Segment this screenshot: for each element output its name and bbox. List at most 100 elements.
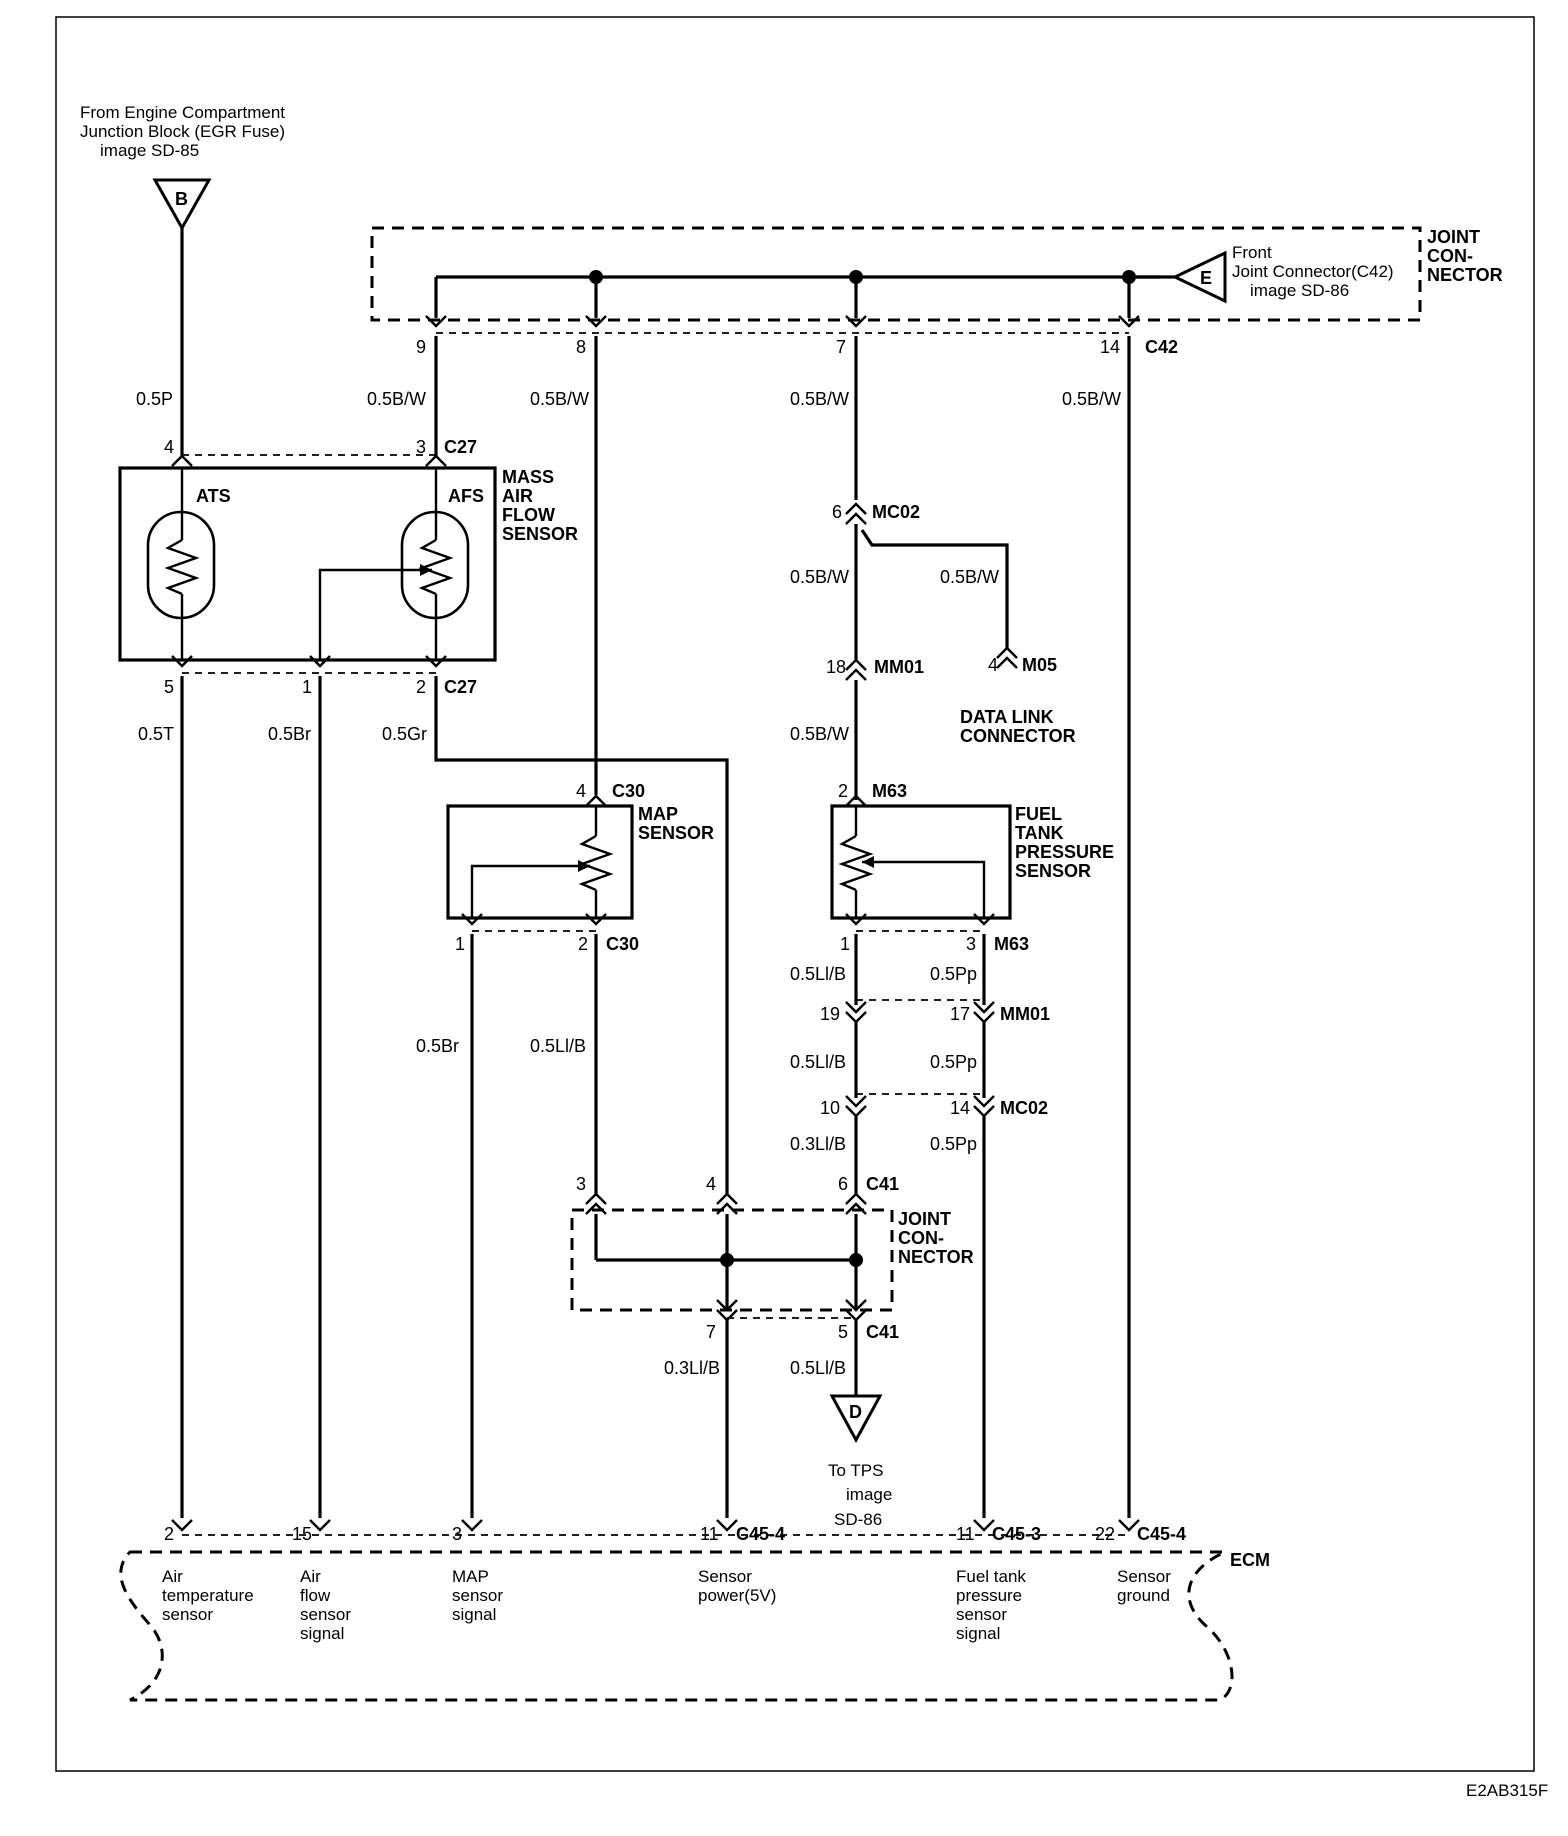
maf-label-4: SENSOR	[502, 524, 578, 544]
ftps-pin-3: 3	[966, 934, 976, 954]
ftps-connector-id-top: M63	[872, 781, 907, 801]
ecm-desc-line: signal	[956, 1624, 1000, 1643]
ftps-label-3: PRESSURE	[1015, 842, 1114, 862]
tps-triangle	[829, 1394, 883, 1444]
c41-label-2: CON-	[898, 1228, 944, 1248]
joint-connector-top-label-1: JOINT	[1427, 227, 1480, 247]
ecm-pin-sensor-ground: 22	[1095, 1524, 1115, 1544]
ftps-connector-id-bottom: M63	[994, 934, 1029, 954]
c41-pin-3: 3	[576, 1174, 586, 1194]
wire-label-05br-maf: 0.5Br	[268, 724, 311, 744]
ftps-pin-1: 1	[840, 934, 850, 954]
ftps-label-2: TANK	[1015, 823, 1064, 843]
ecm-pin-map: 3	[452, 1524, 462, 1544]
ecm-desc-line: sensor	[452, 1586, 503, 1605]
ecm-desc-line: signal	[452, 1605, 496, 1624]
c42-pin-9: 9	[416, 337, 426, 357]
ecm-input-air-flow: Air flow sensor signal	[300, 1567, 351, 1643]
pin-chevron	[1118, 1519, 1140, 1532]
ecm-desc-line: pressure	[956, 1586, 1022, 1605]
afs-label: AFS	[448, 486, 484, 506]
source-e-letter: E	[1200, 268, 1212, 288]
ecm-sensor-ground: Sensor ground	[1117, 1567, 1171, 1605]
mm01-connector-top: 18 MM01	[826, 657, 924, 681]
wire-label-03lib-a: 0.3Ll/B	[790, 1134, 846, 1154]
ecm-input-map: MAP sensor signal	[452, 1567, 503, 1624]
mm01-id-top: MM01	[874, 657, 924, 677]
source-b-letter: B	[175, 189, 188, 209]
dlc-label-2: CONNECTOR	[960, 726, 1076, 746]
map-resistor	[578, 834, 614, 892]
ecm-pin-sensor-power: 11	[700, 1524, 719, 1544]
ftps-pin-2: 2	[838, 781, 848, 801]
pin-chevron	[1118, 315, 1140, 328]
pin-chevron	[171, 1519, 193, 1532]
ecm-desc-line: Sensor	[1117, 1567, 1171, 1586]
pin-chevron	[973, 1001, 995, 1014]
dlc-pin: 4	[988, 655, 998, 675]
joint-connector-c41: 3 4 6 C41 JOINT CON- NECTOR 7 5 C41	[570, 1174, 974, 1342]
ecm-desc-line: MAP	[452, 1567, 489, 1586]
mc02-id-top: MC02	[872, 502, 920, 522]
fuel-tank-pressure-sensor: 2 M63 FUEL TANK PRESSURE SENSOR 1 3 M63	[830, 781, 1114, 954]
data-link-connector: 4 M05 DATA LINK CONNECTOR	[960, 646, 1076, 746]
c41-pin-7: 7	[706, 1322, 716, 1342]
map-label-1: MAP	[638, 804, 678, 824]
map-pin-4: 4	[576, 781, 586, 801]
source-e-label-2: Joint Connector(C42)	[1232, 262, 1394, 281]
splice-dot	[849, 1253, 863, 1267]
ecm-desc-line: signal	[300, 1624, 344, 1643]
wire-sensor-power-afs	[434, 676, 729, 1195]
c42-pin-8: 8	[576, 337, 586, 357]
ecm-label: ECM	[1230, 1550, 1270, 1570]
wire-label-05pp-c: 0.5Pp	[930, 1134, 977, 1154]
wire-label-05pp-b: 0.5Pp	[930, 1052, 977, 1072]
maf-sensor-box	[118, 466, 497, 662]
ecm-desc-line: Fuel tank	[956, 1567, 1026, 1586]
ecm-output-sensor-power: Sensor power(5V)	[698, 1567, 776, 1605]
ats-resistor	[164, 538, 200, 596]
pin-chevron	[845, 1299, 867, 1312]
pin-chevron	[309, 655, 331, 668]
maf-pin-4: 4	[164, 437, 174, 457]
pin-chevron	[716, 1192, 738, 1205]
ftps-sensor-box	[830, 804, 1012, 920]
source-e-label-3: image SD-86	[1250, 281, 1349, 300]
splice-dot	[589, 270, 603, 284]
tps-label-1: To TPS	[828, 1461, 883, 1480]
pin-chevron	[845, 668, 867, 681]
mm01-pin-19: 19	[820, 1004, 840, 1024]
c41-pin-4: 4	[706, 1174, 716, 1194]
dlc-label-1: DATA LINK	[960, 707, 1054, 727]
pin-chevron	[973, 1095, 995, 1108]
source-e-label-1: Front	[1232, 243, 1272, 262]
tps-label-3: SD-86	[834, 1510, 882, 1529]
splice-dot	[849, 270, 863, 284]
pin-chevron	[171, 454, 193, 467]
ecm-desc-line: Sensor	[698, 1567, 752, 1586]
mm01-pin-17: 17	[950, 1004, 970, 1024]
afs-resistor	[418, 538, 454, 596]
ecm-desc-line: sensor	[162, 1605, 213, 1624]
ecm-boundary	[119, 1550, 1234, 1702]
tps-label-2: image	[846, 1485, 892, 1504]
ecm-desc-line: ground	[1117, 1586, 1170, 1605]
map-pin-2: 2	[578, 934, 588, 954]
ftps-wiper	[862, 860, 986, 918]
maf-label-1: MASS	[502, 467, 554, 487]
c42-pin-14: 14	[1100, 337, 1120, 357]
pin-chevron	[996, 656, 1018, 669]
mm01-id-lower: MM01	[1000, 1004, 1050, 1024]
wire-label-05bw-mm01: 0.5B/W	[790, 724, 849, 744]
tps-letter: D	[849, 1402, 862, 1422]
ats-label: ATS	[196, 486, 231, 506]
pin-chevron	[973, 1519, 995, 1532]
maf-pin-3: 3	[416, 437, 426, 457]
mc02-id-lower: MC02	[1000, 1098, 1048, 1118]
map-sensor: 4 C30 MAP SENSOR 1 2 C30	[446, 781, 714, 954]
maf-pin-2: 2	[416, 677, 426, 697]
tps-destination: D To TPS image SD-86	[828, 1394, 892, 1529]
pin-chevron	[845, 1192, 867, 1205]
ftps-label-4: SENSOR	[1015, 861, 1091, 881]
c42-connector-id: C42	[1145, 337, 1178, 357]
